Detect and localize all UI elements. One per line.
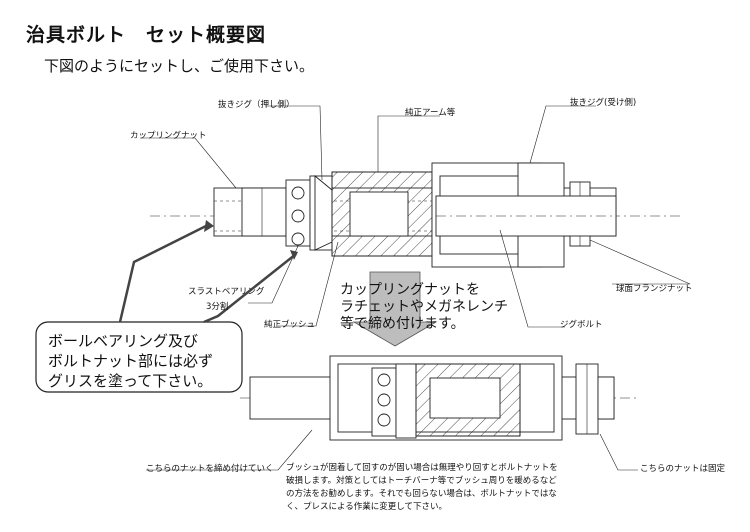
page-subtitle: 下図のようにセットし、ご使用下さい。 <box>44 57 315 75</box>
label-coupling-nut: カップリングナット <box>130 131 207 141</box>
instruction-text: カップリングナットを ラチェットやメガネレンチ 等で締め付けます。 <box>340 282 508 333</box>
note-line: 破損します。対策としてはトーチバーナ等でブッシュ周りを暖めるなど <box>286 476 557 486</box>
label-push-jig: 抜きジグ（押し側） <box>218 100 295 110</box>
top-assembly <box>150 162 680 268</box>
label-arm: 純正アーム等 <box>405 108 456 118</box>
label-jig-bolt: ジグボルト <box>560 320 603 330</box>
instruction-line: カップリングナットを <box>340 282 480 298</box>
callout-line: ボルトナット部には必ず <box>48 352 214 370</box>
direction-arrow <box>352 271 438 347</box>
thrust-bearing-top <box>285 179 311 247</box>
label-split3: 3分割 <box>206 302 229 312</box>
caution-note: ブッシュが固着して回すのが固い場合は無理やり回すとボルトナットを 破損します。対… <box>286 462 558 514</box>
label-fixed-side: こちらのナットは固定 <box>640 464 726 474</box>
note-line: く、プレスによる作業に変更して下さい。 <box>286 502 447 512</box>
note-line: ブッシュが固着して回すのが固い場合は無理やり回すとボルトナットを <box>286 463 558 473</box>
label-flange-nut: 球面フランジナット <box>616 284 693 294</box>
bottom-assembly <box>240 355 640 441</box>
callout-line: ボールベアリング及び <box>48 332 199 350</box>
page-title: 治具ボルト セット概要図 <box>26 24 267 46</box>
label-bush: 純正ブッシュ <box>264 320 316 330</box>
instruction-line: 等で締め付けます。 <box>340 316 465 332</box>
label-tighten-side: こちらのナットを締め付けていく <box>146 464 274 474</box>
leader-lines <box>140 105 691 471</box>
label-thrust-bearing: スラストベアリング <box>188 287 265 297</box>
label-receive-jig: 抜きジグ(受け側) <box>570 98 637 108</box>
thrust-bearing-bottom <box>371 367 397 437</box>
instruction-line: ラチェットやメガネレンチ <box>340 299 508 315</box>
callout-bubble <box>35 220 298 393</box>
callout-text: ボールベアリング及び ボルトナット部には必ず グリスを塗って下さい。 <box>48 331 213 391</box>
note-line: の方法をお勧めします。それでも回らない場合は、ボルトナットではな <box>286 489 557 499</box>
callout-line: グリスを塗って下さい。 <box>48 372 213 390</box>
